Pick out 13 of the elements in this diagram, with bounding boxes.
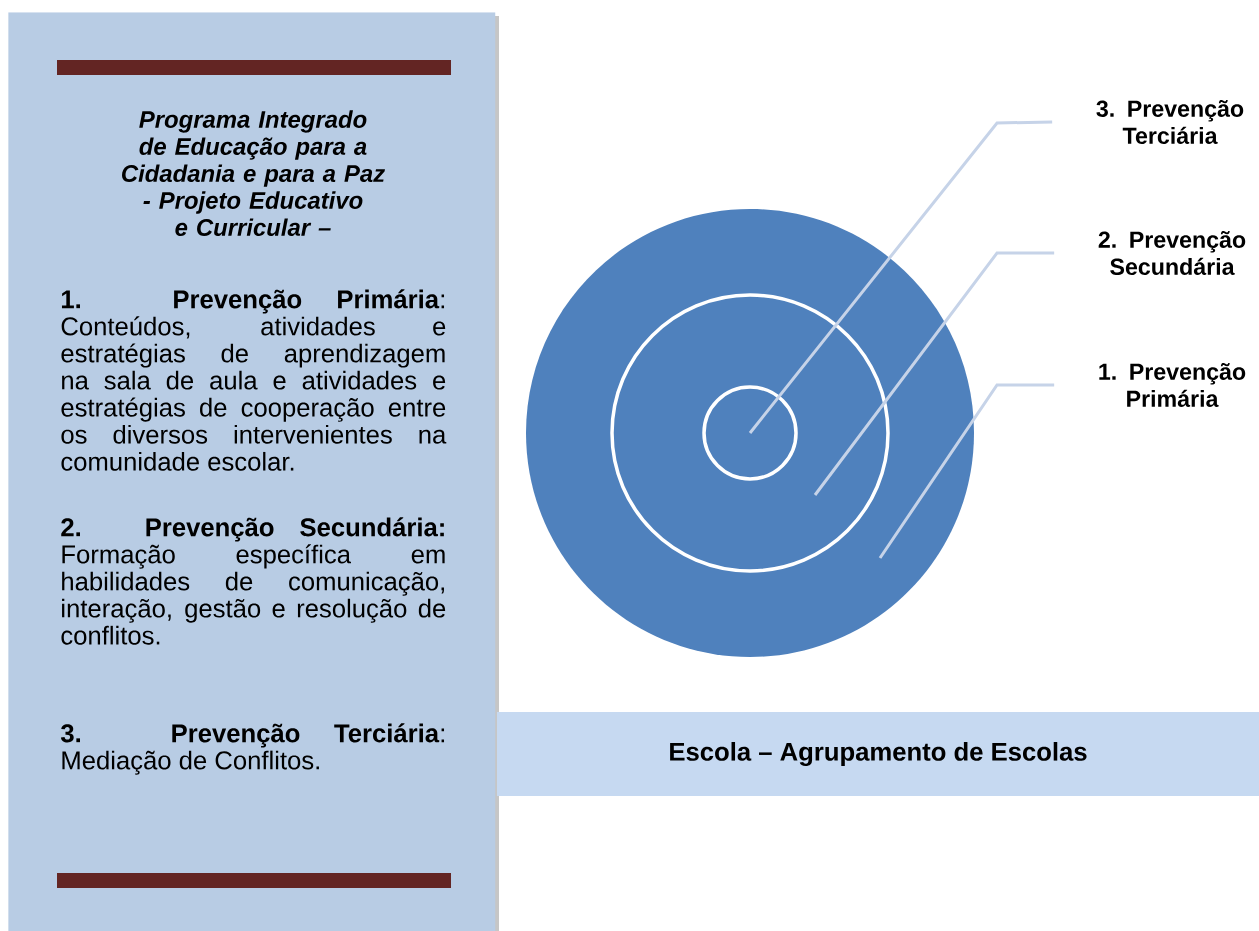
circle	[702, 385, 798, 481]
leader-line	[878, 383, 1055, 559]
panel-title: Programa Integrado de Educação para a Cidadania e para a Paz	[122, 110, 385, 187]
leader-line	[813, 251, 1055, 496]
leader-line	[748, 120, 1053, 434]
paragraph: 3. Prevenção Terciária: Mediação de Conflitos.	[60, 723, 444, 775]
level-label: 2. Prevenção Secundária	[1098, 231, 1246, 275]
level-label: 3. Prevenção Terciária	[1096, 100, 1244, 144]
panel-title: - Projeto Educativo e Curricular –	[143, 191, 363, 236]
paragraph: 2. Prevenção Secundária: Formação específica em habilidades de comunicação, interação, gestão e resolução de conflitos.	[61, 517, 446, 645]
paragraph: 1. Prevenção Primária: Conteúdos, atividades e estratégias de aprendizagem na sala de aula e atividades e estratégias de cooperação entre os diversos intervenientes na comunidade escolar.	[61, 289, 447, 471]
footer-band: Escola – Agrupamento de Escolas	[497, 712, 1259, 796]
level-label: 1. Prevenção Primária	[1099, 363, 1246, 407]
